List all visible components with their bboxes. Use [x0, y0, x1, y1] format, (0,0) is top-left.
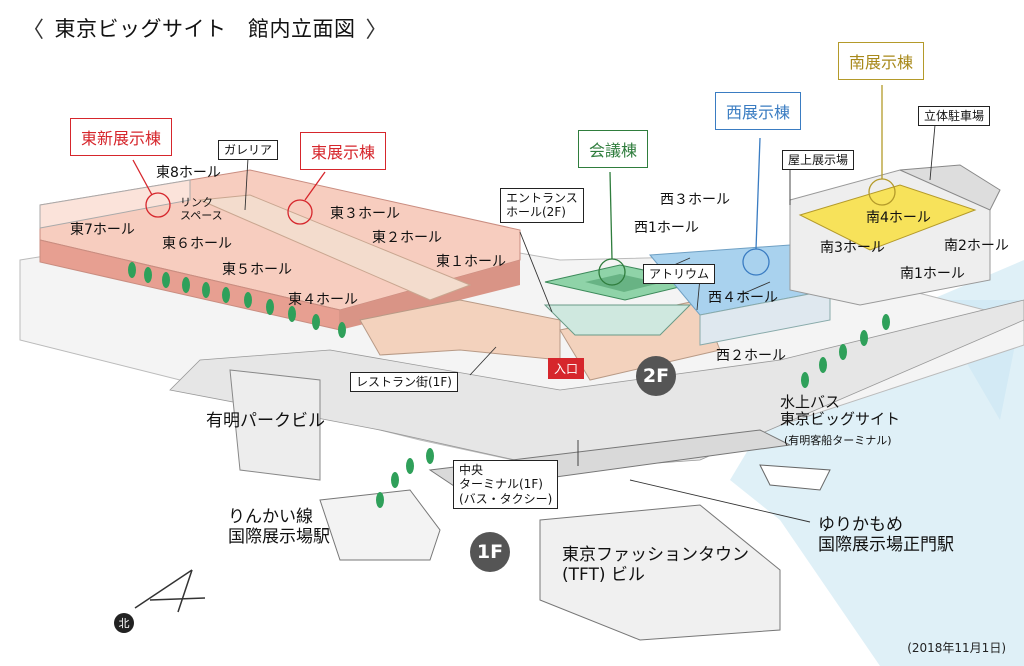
hall-e5[interactable]: 東５ホール — [222, 262, 292, 278]
waterbus-label[interactable]: 水上バス 東京ビッグサイト — [780, 393, 901, 429]
date-stamp: (2018年11月1日) — [907, 641, 1006, 655]
hall-e8[interactable]: 東8ホール — [156, 165, 221, 181]
restaurant-label[interactable]: レストラン街(1F) — [350, 372, 458, 393]
east-new-marker — [145, 192, 171, 218]
hall-e7[interactable]: 東7ホール — [70, 222, 135, 238]
plaza-road — [169, 299, 1024, 471]
galleria-label[interactable]: ガレリア — [218, 140, 279, 161]
next-arrow-icon[interactable]: 〉 — [365, 18, 389, 43]
entrance-hall-label[interactable]: エントランス ホール(2F) — [500, 188, 584, 223]
hall-w3[interactable]: 西３ホール — [660, 192, 730, 208]
hall-s4[interactable]: 南4ホール — [866, 210, 931, 226]
yurikamome-label[interactable]: ゆりかもめ 国際展示場正門駅 — [818, 515, 954, 555]
east-building-label[interactable]: 東展示棟 — [300, 132, 387, 170]
hall-e3[interactable]: 東３ホール — [330, 206, 400, 222]
hall-e1[interactable]: 東１ホール — [436, 254, 506, 270]
west-hall-front — [699, 289, 831, 346]
tft-label[interactable]: 東京ファッションタウン (TFT) ビル — [562, 545, 749, 585]
east-marker — [287, 199, 313, 225]
conference-building-label[interactable]: 会議棟 — [578, 130, 649, 168]
hall-w1[interactable]: 西1ホール — [634, 220, 699, 236]
hall-e2[interactable]: 東２ホール — [372, 230, 442, 246]
north-arrow — [134, 569, 206, 613]
parking-label[interactable]: 立体駐車場 — [918, 106, 991, 127]
prev-arrow-icon[interactable]: 〈 — [22, 18, 45, 43]
conference-body — [543, 304, 692, 336]
south-building-label[interactable]: 南展示棟 — [838, 42, 925, 80]
waterbus-sub-label: (有明客船ターミナル) — [784, 434, 892, 447]
hall-s3[interactable]: 南3ホール — [820, 240, 885, 256]
tree-row-station — [376, 448, 434, 508]
tree-row-south — [801, 314, 890, 388]
hall-w2[interactable]: 西２ホール — [716, 348, 786, 364]
link-space-label: リンク スペース — [180, 196, 223, 222]
title-text: 東京ビッグサイト 館内立面図 — [54, 17, 356, 41]
ariake-park-building — [229, 369, 321, 481]
entrance-badge[interactable]: 入口 — [548, 358, 585, 379]
galleria-walkway — [198, 194, 472, 301]
hall-e6[interactable]: 東６ホール — [162, 236, 232, 252]
page-title: 〈 東京ビッグサイト 館内立面図 〉 — [18, 12, 392, 44]
water-bus-boat — [759, 464, 831, 491]
tft-building — [539, 504, 781, 641]
hall-s2[interactable]: 南2ホール — [944, 238, 1009, 254]
rinkai-station — [319, 489, 441, 561]
rinkai-station-label[interactable]: りんかい線 国際展示場駅 — [228, 507, 330, 547]
west-building-label[interactable]: 西展示棟 — [715, 92, 802, 130]
tree-row-east — [128, 262, 346, 338]
north-icon: 北 — [114, 613, 134, 633]
hall-s1[interactable]: 南1ホール — [900, 266, 965, 282]
conference-roof-inner — [585, 274, 660, 292]
parking-structure — [899, 164, 1001, 211]
floor-2f-badge: 2F — [636, 356, 676, 396]
floor-1f-badge: 1F — [470, 532, 510, 572]
south-hall-roof — [798, 184, 977, 251]
east-new-building-label[interactable]: 東新展示棟 — [70, 118, 173, 156]
rooftop-exhibit-label[interactable]: 屋上展示場 — [782, 150, 855, 171]
hall-e4[interactable]: 東４ホール — [288, 292, 358, 308]
hall-w4[interactable]: 西４ホール — [708, 290, 778, 306]
central-terminal-label[interactable]: 中央 ターミナル(1F) (バス・タクシー) — [453, 460, 559, 510]
ariake-park-label[interactable]: 有明パークビル — [206, 411, 325, 431]
east-new-hall — [39, 179, 191, 229]
atrium-label[interactable]: アトリウム — [643, 264, 716, 285]
